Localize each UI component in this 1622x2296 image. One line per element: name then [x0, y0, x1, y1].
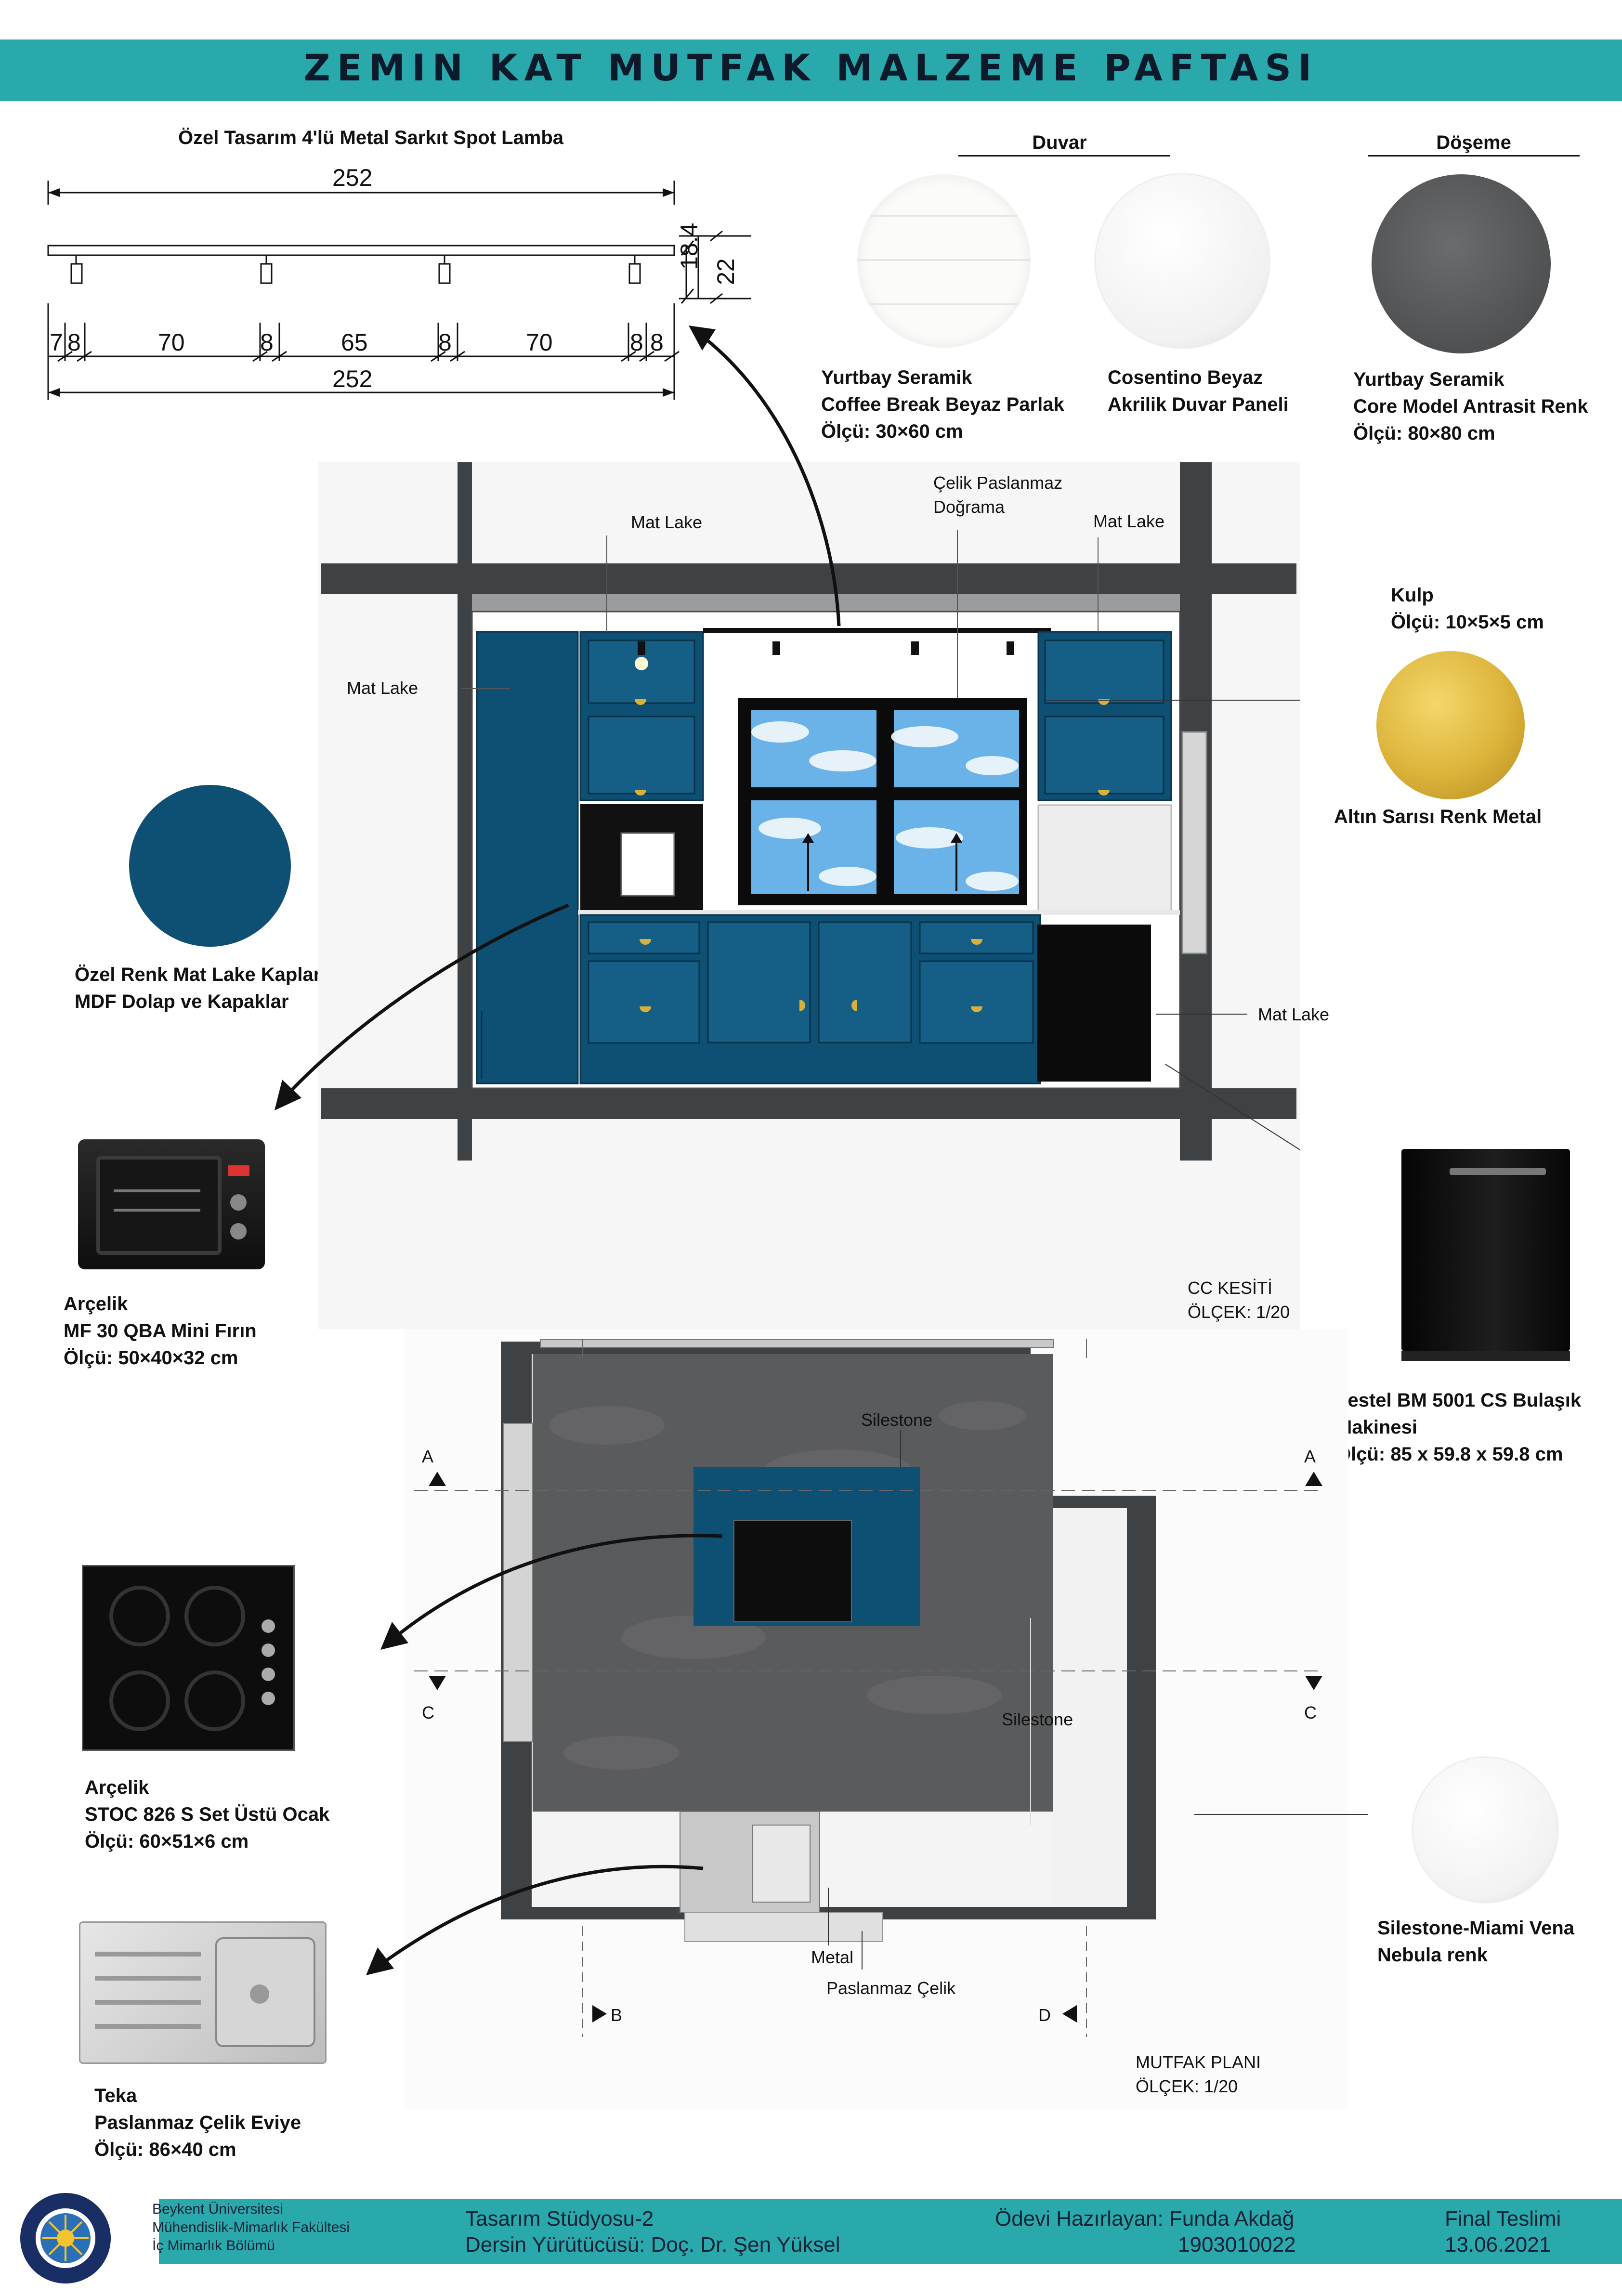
floor-tile-brand: Yurtbay Seramik	[1353, 369, 1504, 390]
dishwasher-size: Ölçü: 85 x 59.8 x 59.8 cm	[1336, 1444, 1563, 1465]
wall-tile-brand: Yurtbay Seramik	[821, 367, 972, 388]
plan-marker-c-right: C	[1304, 1703, 1317, 1722]
dim-segment-1: 7	[50, 329, 63, 356]
lamp-dimension-drawing	[47, 181, 751, 400]
oven-model: MF 30 QBA Mini Fırın	[64, 1320, 257, 1342]
footer-final: Final Teslimi	[1445, 2207, 1561, 2231]
wall-tile-model: Coffee Break Beyaz Parlak	[821, 394, 1064, 415]
plan-marker-b: B	[611, 2005, 623, 2025]
hob-size: Ölçü: 60×51×6 cm	[85, 1831, 249, 1852]
dishwasher-model-line1: Vestel BM 5001 CS Bulaşık	[1336, 1390, 1582, 1411]
wall-header: Duvar	[1032, 132, 1087, 153]
wall-tile-size: Ölçü: 30×60 cm	[821, 421, 963, 442]
plan-scale: ÖLÇEK: 1/20	[1136, 2076, 1238, 2096]
plan-label-steel: Paslanmaz Çelik	[826, 1978, 956, 1998]
plan-marker-a-right: A	[1304, 1447, 1316, 1466]
oven-size: Ölçü: 50×40×32 cm	[64, 1347, 238, 1369]
arrow-to-oven	[275, 903, 569, 1110]
plan-marker-a-left: A	[422, 1447, 434, 1466]
university-seal-logo	[20, 2193, 111, 2283]
dishwasher-model-line2: Makinesi	[1336, 1417, 1417, 1438]
hob-model: STOC 826 S Set Üstü Ocak	[85, 1804, 330, 1825]
kitchen-plan-drawing	[405, 1329, 1368, 2109]
section-label-mat-lake-right: Mat Lake	[1258, 1004, 1330, 1024]
footer-course: Tasarım Stüdyosu-2	[465, 2207, 654, 2231]
wall-panel-model: Akrilik Duvar Paneli	[1108, 394, 1289, 415]
dim-total-top: 252	[332, 164, 373, 191]
sink-size: Ölçü: 86×40 cm	[94, 2139, 236, 2160]
lamp-title: Özel Tasarım 4'lü Metal Sarkıt Spot Lamb…	[178, 127, 564, 148]
cc-section-drawing	[318, 462, 1300, 1329]
wall-header-underline	[958, 155, 1170, 157]
handle-gold-swatch	[1376, 651, 1525, 799]
dim-segment-5: 65	[341, 329, 368, 356]
dim-segment-2: 8	[67, 329, 81, 356]
arrow-to-hob	[380, 1534, 723, 1650]
footer-instructor: Dersin Yürütücüsü: Doç. Dr. Şen Yüksel	[465, 2233, 840, 2257]
wall-panel-brand: Cosentino Beyaz	[1108, 367, 1263, 388]
handle-size: Ölçü: 10×5×5 cm	[1391, 612, 1544, 633]
floor-tile-model: Core Model Antrasit Renk	[1353, 396, 1588, 417]
dishwasher-product-image	[1397, 1149, 1575, 1361]
footer-prepared-by: Ödevi Hazırlayan: Funda Akdağ	[995, 2207, 1295, 2231]
cabinet-title: Özel Renk Mat Lake Kaplama	[75, 964, 341, 985]
floor-tile-swatch	[1372, 174, 1551, 353]
section-caption: CC KESİTİ	[1188, 1278, 1273, 1298]
dim-segment-6: 8	[438, 329, 452, 356]
section-scale: ÖLÇEK: 1/20	[1188, 1302, 1290, 1322]
arrow-lamp-to-section	[689, 326, 841, 626]
arrow-to-sink	[366, 1865, 704, 1975]
sink-model: Paslanmaz Çelik Eviye	[94, 2112, 301, 2133]
countertop-color: Nebula renk	[1377, 1944, 1488, 1966]
handle-title: Kulp	[1391, 585, 1434, 606]
wall-panel-swatch	[1096, 174, 1269, 348]
dim-segment-3: 70	[158, 329, 185, 356]
dim-height-outer: 18.4	[676, 222, 703, 270]
plan-label-metal: Metal	[811, 1947, 854, 1967]
sink-product-image	[79, 1921, 327, 2064]
footer-bar	[0, 2199, 1622, 2264]
page-title: ZEMIN KAT MUTFAK MALZEME PAFTASI	[303, 46, 1319, 89]
countertop-swatch	[1413, 1758, 1557, 1902]
footer-university: Beykent Üniversitesi	[152, 2201, 283, 2217]
footer-student-number: 1903010022	[1178, 2233, 1296, 2257]
cabinet-subtitle: MDF Dolap ve Kapaklar	[75, 991, 289, 1012]
plan-label-silestone-right: Silestone	[1002, 1709, 1073, 1729]
dim-segment-9: 8	[650, 329, 664, 356]
dim-height-inner: 22	[712, 258, 739, 285]
footer-faculty: Mühendislik-Mimarlık Fakültesi	[152, 2219, 350, 2235]
footer-date: 13.06.2021	[1445, 2233, 1551, 2257]
plan-marker-c-left: C	[422, 1703, 434, 1722]
plan-caption: MUTFAK PLANI	[1136, 2052, 1261, 2072]
oven-product-image	[75, 1136, 268, 1271]
oven-brand: Arçelik	[64, 1293, 128, 1315]
countertop-name: Silestone-Miami Vena	[1377, 1918, 1575, 1939]
hob-brand: Arçelik	[85, 1777, 149, 1798]
floor-header: Döşeme	[1436, 132, 1511, 153]
sink-brand: Teka	[94, 2085, 137, 2106]
hob-product-image	[82, 1565, 295, 1751]
dim-segment-7: 70	[526, 329, 553, 356]
dim-segment-4: 8	[260, 329, 274, 356]
cabinet-color-swatch	[129, 785, 291, 947]
dim-total-bottom: 252	[332, 365, 373, 392]
plan-marker-d: D	[1038, 2005, 1051, 2025]
section-label-mat-lake-top-left: Mat Lake	[631, 512, 703, 532]
wall-tile-swatch	[857, 174, 1031, 348]
dim-segment-8: 8	[630, 329, 643, 356]
title-banner	[0, 39, 1622, 101]
footer-department: İç Mimarlık Bölümü	[152, 2238, 275, 2254]
section-label-steel-line1: Çelik Paslanmaz	[933, 473, 1063, 493]
section-label-steel-line2: Doğrama	[933, 497, 1005, 517]
handle-caption: Altın Sarısı Renk Metal	[1334, 806, 1542, 827]
section-label-mat-lake-left: Mat Lake	[347, 678, 419, 698]
floor-tile-size: Ölçü: 80×80 cm	[1353, 423, 1495, 444]
floor-header-underline	[1368, 155, 1580, 157]
section-label-mat-lake-top-right: Mat Lake	[1093, 511, 1165, 531]
plan-label-silestone-top: Silestone	[861, 1410, 933, 1430]
